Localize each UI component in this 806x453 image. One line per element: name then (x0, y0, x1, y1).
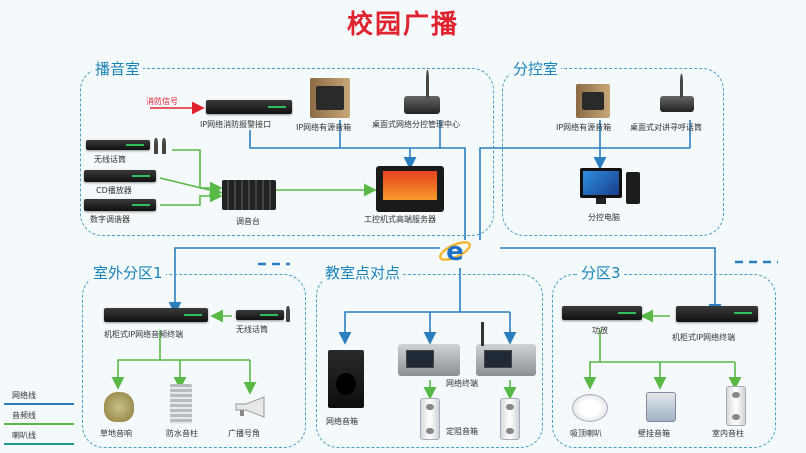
ip-speaker-box-label-b: IP网络有源音箱 (556, 123, 612, 132)
zone-title-sub-control: 分控室 (510, 58, 562, 79)
legend-item-audio: 音频线 (4, 408, 74, 428)
mixer-device (222, 180, 276, 210)
waterproof-column-icon (170, 384, 192, 424)
indoor-column-icon (726, 386, 746, 426)
audio-line-cd (159, 177, 223, 197)
fixed-speaker-icon-a (420, 398, 440, 440)
amplifier-device (562, 306, 642, 320)
wall-speaker-icon (646, 392, 676, 422)
legend-audio-line (4, 423, 74, 425)
ceiling-speaker-icon (572, 394, 608, 422)
cd-player-device (84, 170, 156, 182)
digital-tuner-label: 数字调谐器 (90, 215, 130, 224)
fixed-speaker-icon-b (500, 398, 520, 440)
legend-item-speaker: 喇叭线 (4, 428, 74, 448)
rack-ip-terminal-device (676, 306, 758, 322)
paging-center-label: 桌面式网络分控管理中心 (372, 120, 460, 129)
legend-network-label: 网络线 (12, 391, 36, 400)
network-hub-icon: e (438, 234, 472, 268)
intercom-mic-label: 桌面式对讲寻呼话筒 (630, 123, 702, 132)
page-title: 校园广播 (346, 10, 459, 40)
rack-ip-adapter-label: 机柜式IP网络音频终端 (104, 330, 184, 339)
network-terminal-device-b (476, 344, 536, 376)
indoor-column-label: 室内音柱 (712, 429, 744, 438)
zone-title-broadcast: 播音室 (92, 58, 144, 79)
audio-line-tuner (160, 189, 223, 206)
speaker-line-zone3 (583, 330, 601, 390)
fire-alarm-interface-device (206, 100, 292, 114)
network-speaker-device (328, 350, 364, 408)
legend-speaker-label: 喇叭线 (12, 431, 36, 440)
network-bus-sub (479, 120, 601, 240)
intercom-mic-icon (680, 74, 683, 98)
ip-speaker-box-device-a (310, 78, 350, 118)
wireless-mic-device-a (86, 140, 150, 150)
zone-title-classroom: 教室点对点 (322, 262, 404, 283)
cd-player-label: CD播放器 (96, 186, 132, 195)
legend: 网络线 音频线 喇叭线 (4, 388, 74, 448)
zone-title-zone3: 分区3 (578, 262, 624, 283)
fixed-speaker-label: 定阻音箱 (446, 427, 478, 436)
rack-ip-terminal-label: 机柜式IP网络终端 (672, 333, 736, 342)
wireless-mic-device-b (236, 310, 284, 320)
legend-item-network: 网络线 (4, 388, 74, 408)
horn-speaker-label: 广播号角 (228, 429, 260, 438)
pc-monitor-icon (580, 168, 622, 198)
network-terminal-label: 网络终端 (446, 379, 478, 388)
paging-console-device (404, 96, 440, 114)
industrial-server-device (376, 166, 444, 212)
wireless-mic-icon-b (286, 306, 290, 322)
rack-ip-adapter-device (104, 308, 208, 322)
wireless-mic-icon-a2 (162, 138, 166, 154)
intercom-console-device (660, 96, 694, 112)
wireless-mic-label-a: 无线话筒 (94, 155, 126, 164)
wireless-mic-label-b: 无线话筒 (236, 325, 268, 334)
amplifier-label: 功放 (592, 326, 608, 335)
pc-tower-icon (626, 172, 640, 204)
horn-speaker-icon (234, 396, 270, 418)
speaker-line-outdoor (111, 330, 161, 390)
lawn-speaker-icon (104, 392, 134, 422)
pc-stand-icon (596, 198, 606, 204)
zone-broadcast-room (80, 68, 494, 236)
zone-3 (552, 274, 776, 448)
wireless-mic-icon-a (154, 138, 158, 154)
wall-speaker-label: 壁挂音箱 (638, 429, 670, 438)
network-speaker-label: 网络音箱 (326, 417, 358, 426)
zone-title-outdoor: 室外分区1 (90, 262, 166, 283)
industrial-server-label: 工控机式高端服务器 (364, 215, 436, 224)
legend-audio-label: 音频线 (12, 411, 36, 420)
zone-classroom (316, 274, 543, 448)
fire-signal-label: 消防信号 (146, 97, 178, 106)
mixer-label: 调音台 (236, 217, 260, 226)
digital-tuner-device (84, 199, 156, 211)
fire-alarm-interface-label: IP网络消防报警接口 (200, 120, 272, 129)
zone-outdoor-1 (82, 274, 306, 448)
antenna-icon (481, 322, 484, 346)
waterproof-column-label: 防水音柱 (166, 429, 198, 438)
ceiling-speaker-label: 吸顶喇叭 (570, 429, 602, 438)
ip-speaker-box-label-a: IP网络有源音箱 (296, 123, 352, 132)
network-terminal-device-a (398, 344, 460, 376)
zone-sub-control (502, 68, 724, 236)
network-bus-broadcast (249, 130, 466, 240)
paging-mic-icon (426, 70, 429, 98)
legend-network-line (4, 403, 74, 405)
ip-speaker-box-device-b (576, 84, 610, 118)
svg-text:e: e (446, 237, 464, 267)
network-bus-zones (168, 247, 440, 315)
sub-control-pc-label: 分控电脑 (588, 213, 620, 222)
lawn-speaker-label: 草地音响 (100, 429, 132, 438)
legend-speaker-line (4, 443, 74, 445)
